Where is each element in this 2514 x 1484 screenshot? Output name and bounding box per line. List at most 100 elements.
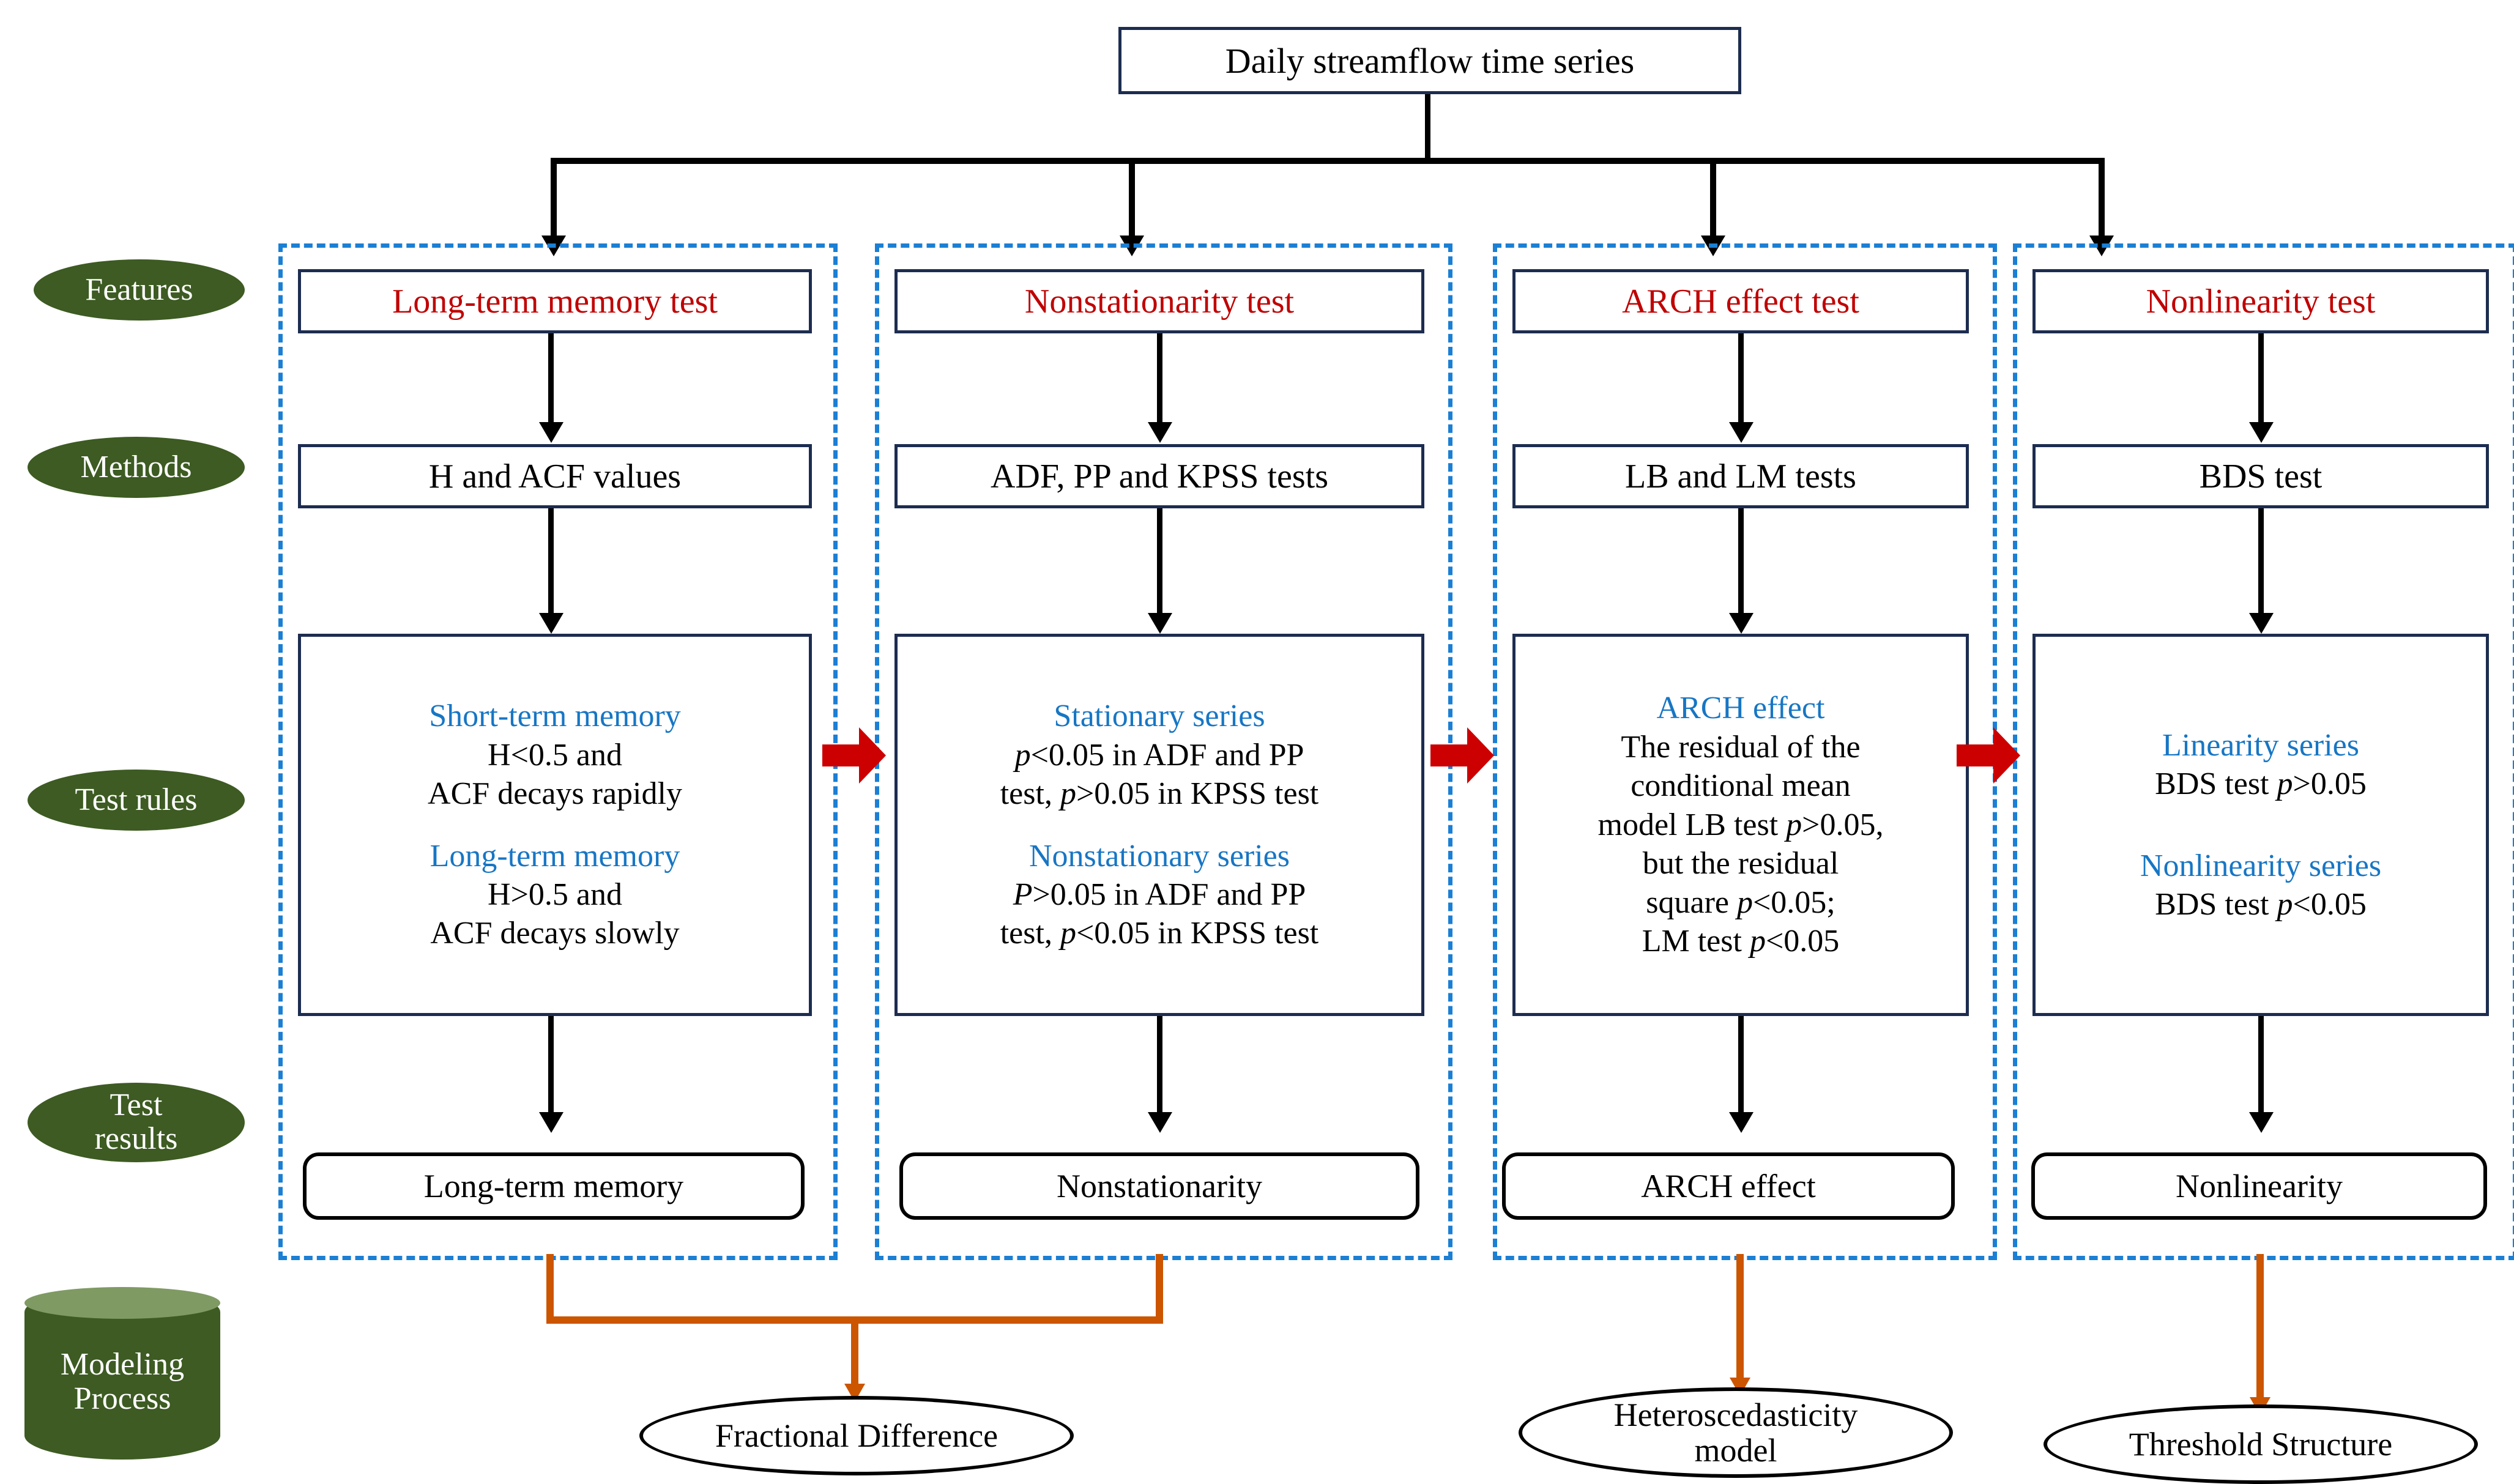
feature-label-4: Nonlinearity test [2146, 282, 2376, 321]
method-box-long-term-memory[interactable]: H and ACF values [298, 444, 812, 508]
method-box-nonstationarity[interactable]: ADF, PP and KPSS tests [894, 444, 1424, 508]
model-label-3: Threshold Structure [2129, 1425, 2393, 1463]
method-box-arch-effect[interactable]: LB and LM tests [1512, 444, 1969, 508]
rules-box-nonlinearity[interactable]: Linearity series BDS test p>0.05 Nonline… [2032, 634, 2489, 1016]
rule-line-1-1-0: H>0.5 and [488, 877, 622, 912]
rule-line-3-0-0: The residual of the [1621, 729, 1861, 765]
rule-line-2-0-0: p<0.05 in ADF and PP [1014, 737, 1304, 773]
rule-heading-2-0: Stationary series [1054, 699, 1265, 734]
flow-line-3c [1738, 1016, 1744, 1114]
model-connector-2 [1736, 1254, 1744, 1381]
rule-line-4-0-0: BDS test p>0.05 [2155, 766, 2367, 802]
feature-box-nonlinearity[interactable]: Nonlinearity test [2032, 269, 2489, 333]
method-box-nonlinearity[interactable]: BDS test [2032, 444, 2489, 508]
stage-methods: Methods [28, 437, 245, 498]
flow-arrow-4c [2249, 1112, 2274, 1133]
rule-line-3-0-2: model LB test p>0.05, [1597, 807, 1884, 842]
stage-features-label: Features [85, 272, 193, 307]
rules-box-long-term-memory[interactable]: Short-term memory H<0.5 and ACF decays r… [298, 634, 812, 1016]
rule-line-1-1-1: ACF decays slowly [430, 916, 680, 951]
flow-arrow-3b [1729, 613, 1753, 634]
flow-arrow-1c [539, 1112, 563, 1133]
method-label-3: LB and LM tests [1625, 457, 1856, 495]
rule-line-2-1-1: test, p<0.05 in KPSS test [1000, 916, 1319, 951]
model-label-2: Heteroscedasticity model [1613, 1396, 1858, 1469]
model-box-heteroscedasticity-model[interactable]: Heteroscedasticity model [1519, 1387, 1953, 1478]
trunk-vertical [1425, 94, 1430, 161]
stage-methods-label: Methods [80, 449, 192, 484]
rule-heading-1-1: Long-term memory [430, 838, 680, 874]
flow-line-4a [2258, 333, 2264, 425]
rule-line-1-0-1: ACF decays rapidly [428, 776, 682, 812]
rule-line-2-0-1: test, p>0.05 in KPSS test [1000, 776, 1319, 812]
feature-label-2: Nonstationarity test [1024, 282, 1295, 321]
rule-line-1-0-0: H<0.5 and [488, 737, 622, 773]
model-box-threshold-structure[interactable]: Threshold Structure [2044, 1404, 2478, 1484]
flow-arrow-4a [2249, 422, 2274, 443]
result-box-long-term-memory[interactable]: Long-term memory [303, 1152, 805, 1220]
flow-line-1b [548, 508, 554, 615]
rule-heading-4-1: Nonlinearity series [2140, 848, 2382, 883]
title-label: Daily streamflow time series [1225, 40, 1635, 81]
flow-line-2a [1157, 333, 1162, 425]
stage-modeling-process-label: Modeling Process [60, 1346, 185, 1416]
rule-heading-2-1: Nonstationary series [1028, 838, 1290, 874]
flow-line-1c [548, 1016, 554, 1114]
result-box-nonlinearity[interactable]: Nonlinearity [2031, 1152, 2487, 1220]
branch-line-3 [1710, 158, 1716, 237]
model-connector-3 [2256, 1254, 2264, 1401]
method-label-1: H and ACF values [428, 457, 682, 495]
flow-arrow-1a [539, 422, 563, 443]
rule-line-3-0-1: conditional mean [1631, 768, 1851, 804]
feature-label-1: Long-term memory test [392, 282, 718, 321]
flow-line-2c [1157, 1016, 1162, 1114]
model-connector-1-left [546, 1254, 554, 1323]
result-label-3: ARCH effect [1641, 1168, 1816, 1204]
model-box-fractional-difference[interactable]: Fractional Difference [639, 1396, 1074, 1475]
rule-heading-3-0: ARCH effect [1656, 691, 1825, 726]
result-label-1: Long-term memory [423, 1168, 684, 1204]
stage-test-results-label: Test results [94, 1088, 178, 1156]
cylinder-top [24, 1287, 220, 1319]
flow-line-2b [1157, 508, 1162, 615]
sequence-arrow-icon-2 [1426, 719, 1499, 792]
model-connector-1-right [1156, 1254, 1163, 1323]
method-label-4: BDS test [2199, 457, 2322, 495]
rule-line-2-1-0: P>0.05 in ADF and PP [1013, 877, 1306, 912]
rule-heading-4-0: Linearity series [2162, 727, 2359, 763]
rule-line-3-0-4: square p<0.05; [1646, 885, 1835, 920]
flow-arrow-2c [1148, 1112, 1172, 1133]
flow-arrow-2b [1148, 613, 1172, 634]
stage-features: Features [34, 259, 245, 321]
stage-test-results: Test results [28, 1083, 245, 1162]
rule-line-3-0-5: LM test p<0.05 [1642, 924, 1840, 959]
result-box-nonstationarity[interactable]: Nonstationarity [899, 1152, 1419, 1220]
rules-box-arch-effect[interactable]: ARCH effect The residual of the conditio… [1512, 634, 1969, 1016]
flow-line-3b [1738, 508, 1744, 615]
branch-line-1 [551, 158, 557, 237]
trunk-horizontal [551, 158, 2105, 164]
stage-modeling-process: Modeling Process [24, 1287, 220, 1460]
result-box-arch-effect[interactable]: ARCH effect [1502, 1152, 1955, 1220]
flow-line-3a [1738, 333, 1744, 425]
flow-arrow-3c [1729, 1112, 1753, 1133]
method-label-2: ADF, PP and KPSS tests [990, 457, 1329, 495]
feature-box-nonstationarity[interactable]: Nonstationarity test [894, 269, 1424, 333]
flow-line-4c [2258, 1016, 2264, 1114]
feature-box-long-term-memory[interactable]: Long-term memory test [298, 269, 812, 333]
flow-line-1a [548, 333, 554, 425]
result-label-2: Nonstationarity [1057, 1168, 1262, 1204]
branch-line-4 [2099, 158, 2105, 237]
model-label-1: Fractional Difference [715, 1417, 999, 1454]
rule-heading-1-0: Short-term memory [429, 699, 681, 734]
sequence-arrow-icon-3 [1952, 719, 2025, 792]
flow-arrow-4b [2249, 613, 2274, 634]
flow-line-4b [2258, 508, 2264, 615]
rule-line-4-1-0: BDS test p<0.05 [2155, 886, 2367, 922]
result-label-4: Nonlinearity [2176, 1168, 2343, 1204]
feature-box-arch-effect[interactable]: ARCH effect test [1512, 269, 1969, 333]
sequence-arrow-icon-1 [817, 719, 891, 792]
branch-line-2 [1129, 158, 1135, 237]
flow-arrow-2a [1148, 422, 1172, 443]
rules-box-nonstationarity[interactable]: Stationary series p<0.05 in ADF and PP t… [894, 634, 1424, 1016]
